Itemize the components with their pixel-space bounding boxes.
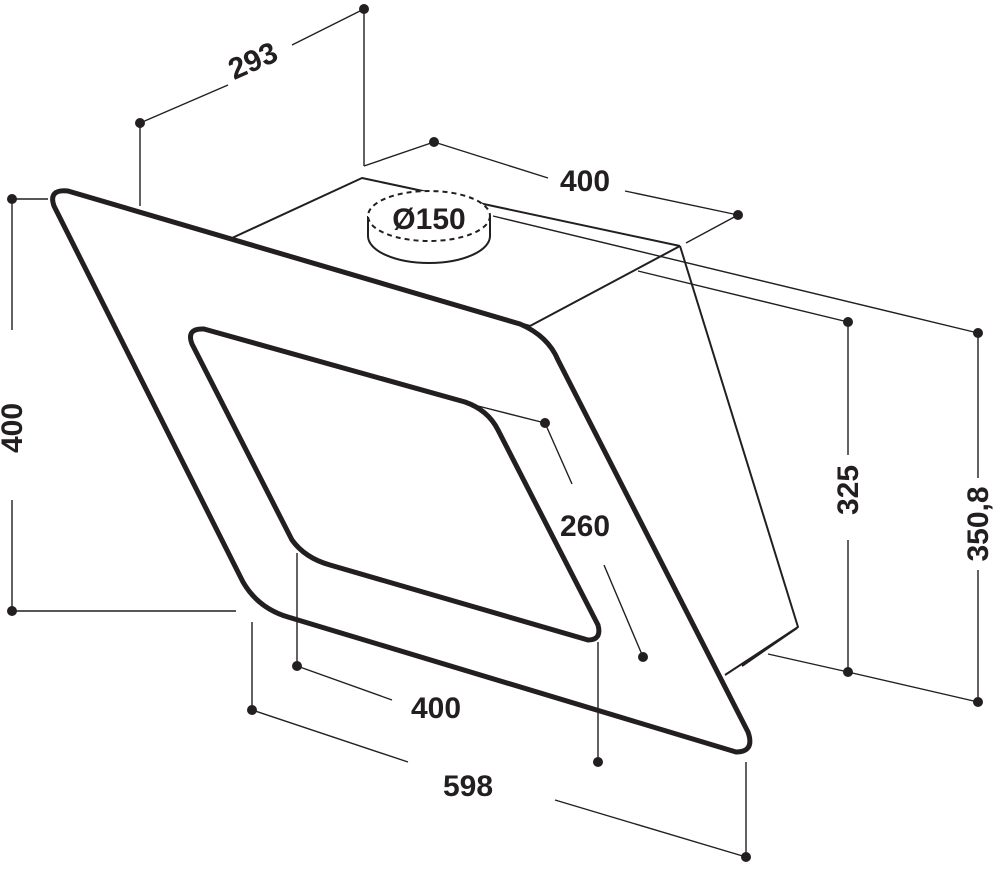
dimension-400-top-label: 400	[560, 165, 610, 198]
dimension-400-left-label: 400	[0, 403, 29, 453]
hood-body	[231, 177, 799, 676]
dimension-400-bottom-label: 400	[411, 692, 461, 725]
outlet-pipe	[367, 190, 491, 264]
dimension-598-label: 598	[443, 770, 493, 803]
dimension-293-label: 293	[224, 36, 283, 87]
dimension-260-label: 260	[560, 510, 610, 543]
dimension-lines	[7, 4, 983, 862]
dimension-350-8-label: 350,8	[962, 486, 995, 561]
glass-panel-outline	[50, 188, 753, 755]
glass-inner-window	[188, 326, 602, 643]
dimension-325-label: 325	[832, 465, 865, 515]
outlet-diameter-label: Ø150	[392, 203, 465, 236]
